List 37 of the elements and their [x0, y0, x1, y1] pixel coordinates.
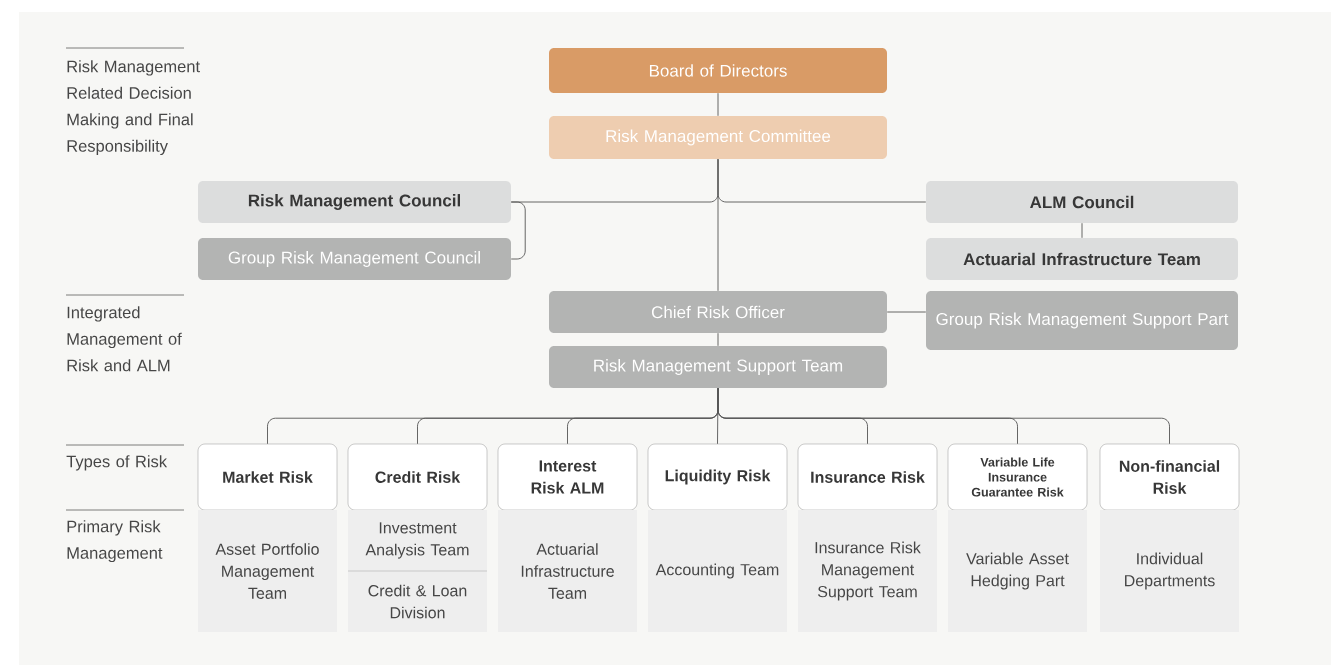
connector-line [886, 311, 927, 313]
risk-type-box: Credit Risk [347, 443, 488, 511]
org-box: Risk Management Committee [549, 116, 887, 159]
risk-type-box: Liquidity Risk [647, 443, 788, 511]
team-cell: Credit & Loan Division [348, 571, 487, 632]
team-cell: Actuarial Infrastructure Team [498, 510, 637, 632]
node-label: Investment Analysis Team [365, 522, 469, 559]
risk-type-box: Variable Life Insurance Guarantee Risk [947, 443, 1088, 511]
team-cell: Accounting Team [648, 510, 787, 632]
row-label: Integrated Management of Risk and ALM [67, 306, 182, 372]
org-box: Chief Risk Officer [549, 291, 887, 333]
row-label: Types of Risk [66, 455, 168, 471]
connector-line [717, 158, 719, 292]
org-box: Actuarial Infrastructure Team [926, 238, 1238, 280]
risk-type-box: Market Risk [197, 443, 338, 511]
team-cell: Variable Asset Hedging Part [948, 510, 1087, 632]
node-label: Credit & Loan Division [368, 584, 467, 619]
team-cell: Investment Analysis Team [348, 510, 487, 571]
org-box: Board of Directors [549, 48, 887, 93]
org-box: ALM Council [926, 181, 1238, 223]
team-cell: Asset Portfolio Management Team [198, 510, 337, 632]
risk-type-box: Interest Risk ALM [497, 443, 638, 511]
row-label: Risk Management Related Decision Making and Final Responsibility [67, 60, 200, 156]
risk-type-box: Insurance Risk [797, 443, 938, 511]
team-cell: Individual Departments [1100, 510, 1239, 632]
connector-line [717, 332, 719, 347]
connector-line [717, 387, 1170, 445]
team-cell: Insurance Risk Management Support Team [798, 510, 937, 632]
connector-line [1081, 222, 1083, 239]
row-label: Primary Risk Management [67, 520, 163, 563]
org-box: Risk Management Support Team [549, 346, 887, 388]
connector-line [717, 92, 719, 117]
risk-type-box: Non-financial Risk [1099, 443, 1240, 511]
connector-line [510, 201, 526, 260]
org-box: Risk Management Council [198, 181, 511, 223]
org-box: Group Risk Management Council [198, 238, 511, 280]
org-box: Group Risk Management Support Part [926, 291, 1238, 350]
